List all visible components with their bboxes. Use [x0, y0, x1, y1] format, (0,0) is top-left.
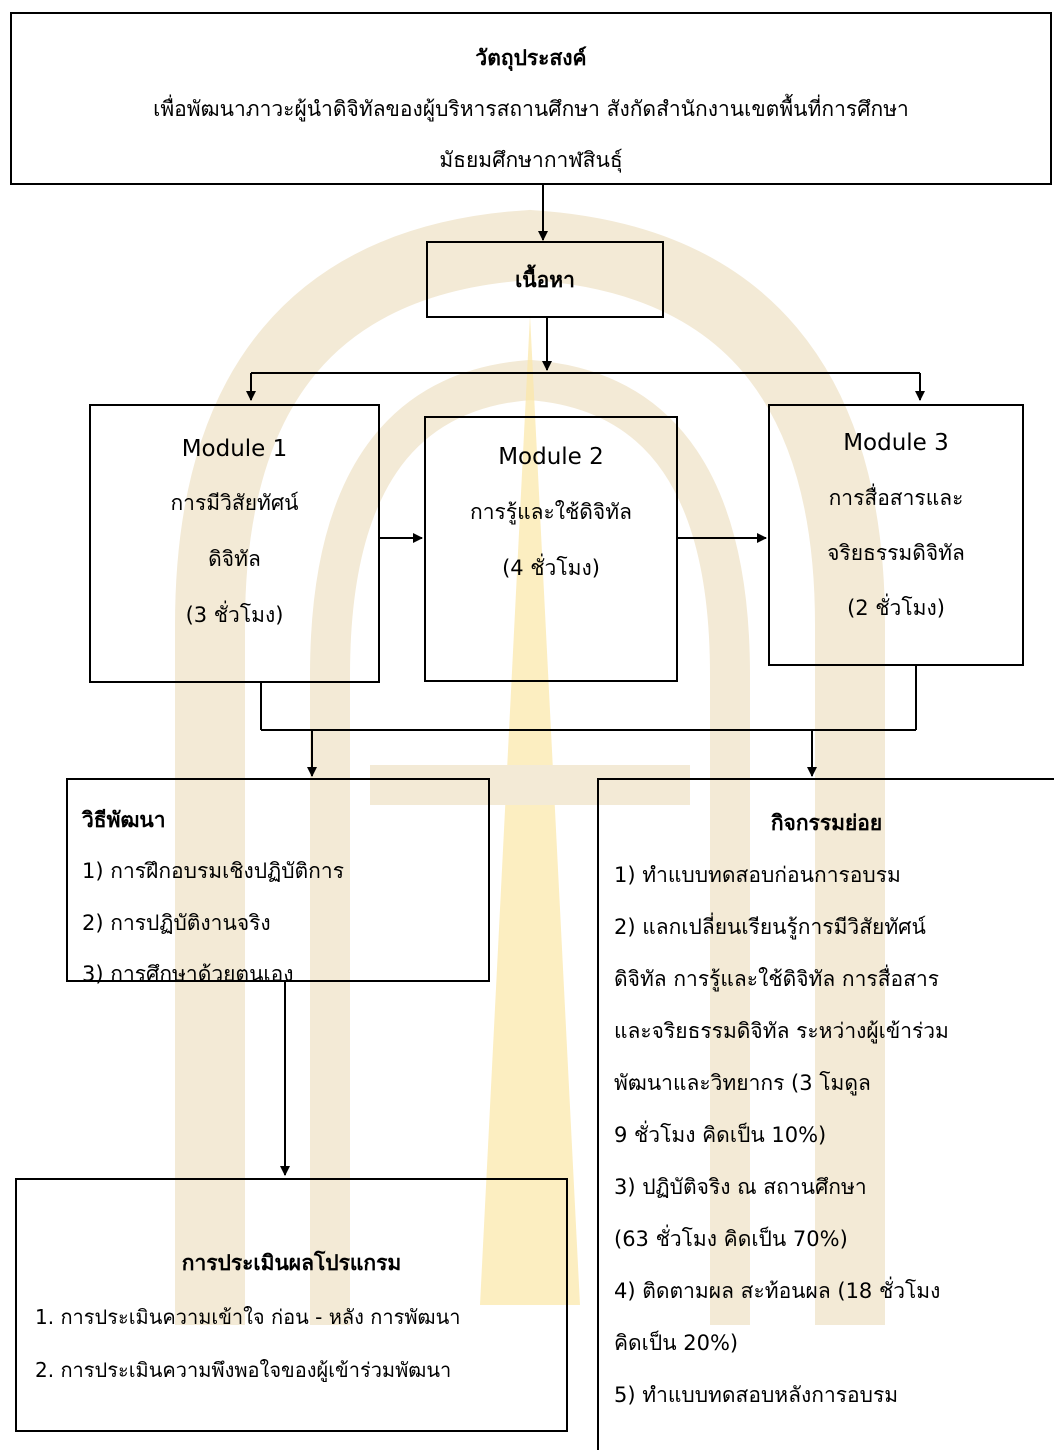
methods-title: วิธีพัฒนา	[82, 808, 166, 832]
module-1-line-3: (3 ชั่วโมง)	[185, 603, 284, 627]
activities-line-6: 9 ชั่วโมง คิดเป็น 10%)	[614, 1123, 827, 1147]
module-2-name: Module 2	[498, 444, 604, 470]
module-1-box: Module 1 การมีวิสัยทัศน์ ดิจิทัล (3 ชั่ว…	[89, 404, 380, 683]
content-box: เนื้อหา	[426, 241, 664, 318]
evaluation-item-2: 2. การประเมินความพึงพอใจของผู้เข้าร่วมพั…	[35, 1358, 452, 1382]
objective-title: วัตถุประสงค์	[475, 46, 587, 70]
activities-line-3: ดิจิทัล การรู้และใช้ดิจิทัล การสื่อสาร	[614, 967, 940, 991]
content-title: เนื้อหา	[515, 268, 575, 292]
activities-line-7: 3) ปฏิบัติจริง ณ สถานศึกษา	[614, 1175, 867, 1199]
activities-line-11: 5) ทำแบบทดสอบหลังการอบรม	[614, 1383, 899, 1407]
evaluation-title: การประเมินผลโปรแกรม	[181, 1251, 402, 1275]
university-seal-watermark	[175, 209, 885, 1325]
activities-line-1: 1) ทำแบบทดสอบก่อนการอบรม	[614, 863, 901, 887]
objective-text-line-2: มัธยมศึกษากาฬสินธุ์	[439, 148, 623, 172]
methods-item-3: 3) การศึกษาด้วยตนเอง	[82, 962, 294, 986]
activities-line-10: คิดเป็น 20%)	[614, 1331, 739, 1355]
evaluation-box: การประเมินผลโปรแกรม 1. การประเมินความเข้…	[15, 1178, 568, 1432]
module-1-name: Module 1	[181, 436, 288, 462]
activities-title: กิจกรรมย่อย	[770, 811, 883, 835]
methods-box: วิธีพัฒนา 1) การฝึกอบรมเชิงปฏิบัติการ 2)…	[66, 778, 490, 986]
methods-item-1: 1) การฝึกอบรมเชิงปฏิบัติการ	[82, 859, 344, 883]
activities-box: กิจกรรมย่อย 1) ทำแบบทดสอบก่อนการอบรม 2) …	[597, 778, 1054, 1450]
module-2-line-2: (4 ชั่วโมง)	[502, 556, 600, 580]
module-3-name: Module 3	[843, 430, 949, 456]
activities-line-5: พัฒนาและวิทยากร (3 โมดูล	[614, 1071, 871, 1095]
module-2-box: Module 2 การรู้และใช้ดิจิทัล (4 ชั่วโมง)	[424, 416, 678, 682]
module-2-line-1: การรู้และใช้ดิจิทัล	[470, 500, 632, 524]
module-1-line-1: การมีวิสัยทัศน์	[170, 491, 299, 515]
methods-item-2: 2) การปฏิบัติงานจริง	[82, 911, 271, 935]
objective-text-line-1: เพื่อพัฒนาภาวะผู้นำดิจิทัลของผู้บริหารสถ…	[153, 97, 909, 121]
module-3-line-3: (2 ชั่วโมง)	[847, 596, 945, 620]
module-3-box: Module 3 การสื่อสารและ จริยธรรมดิจิทัล (…	[768, 404, 1024, 666]
evaluation-item-1: 1. การประเมินความเข้าใจ ก่อน - หลัง การพ…	[35, 1305, 461, 1329]
module-1-line-2: ดิจิทัล	[208, 547, 261, 571]
activities-line-9: 4) ติดตามผล สะท้อนผล (18 ชั่วโมง	[614, 1279, 941, 1303]
activities-line-2: 2) แลกเปลี่ยนเรียนรู้การมีวิสัยทัศน์	[614, 915, 926, 939]
module-3-line-2: จริยธรรมดิจิทัล	[827, 541, 965, 565]
module-3-line-1: การสื่อสารและ	[828, 486, 964, 510]
activities-line-8: (63 ชั่วโมง คิดเป็น 70%)	[614, 1227, 848, 1251]
activities-line-4: และจริยธรรมดิจิทัล ระหว่างผู้เข้าร่วม	[614, 1019, 949, 1043]
objective-box: วัตถุประสงค์ เพื่อพัฒนาภาวะผู้นำดิจิทัลข…	[10, 12, 1052, 185]
